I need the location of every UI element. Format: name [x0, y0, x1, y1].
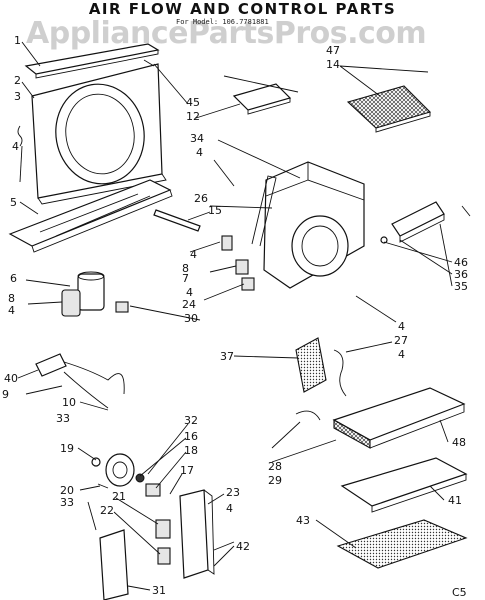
- callout-8: 8: [8, 292, 15, 305]
- callout-4b: 4: [196, 146, 203, 159]
- callout-27: 37: [220, 350, 234, 363]
- callout-32: 33: [56, 412, 70, 425]
- part-7-block: [221, 235, 233, 251]
- part-23-cover: [157, 547, 171, 565]
- callout-2: 2: [14, 74, 21, 87]
- callout-34: 34: [190, 132, 204, 145]
- callout-29: 28: [268, 460, 282, 473]
- callout-6: 6: [10, 272, 17, 285]
- callout-4: 4: [12, 140, 19, 153]
- callout-45: 45: [186, 96, 200, 109]
- part-33-wire-harness: [35, 353, 125, 409]
- callout-18: 16: [184, 430, 198, 443]
- callout-5: 5: [10, 196, 17, 209]
- model-number: For Model: 106.7781881: [176, 18, 269, 26]
- part-12-bracket: [232, 83, 292, 115]
- part-46-bracket: [115, 301, 129, 313]
- part-40-spring: [333, 349, 347, 397]
- part-15-rod: [153, 209, 201, 232]
- callout-10: 9: [2, 388, 9, 401]
- part-28-control-bracket: [179, 489, 215, 579]
- callout-21: 20: [60, 484, 74, 497]
- part-1-top-rail: [24, 43, 160, 79]
- callout-41: 48: [452, 436, 466, 449]
- part-29-wire: [295, 410, 321, 421]
- corner-code: C5: [452, 586, 467, 599]
- callout-37: 35: [454, 280, 468, 293]
- callout-42: 43: [296, 514, 310, 527]
- part-21-screw: [97, 483, 109, 489]
- callout-4e: 4: [8, 304, 15, 317]
- callout-31: 42: [236, 540, 250, 553]
- callout-20: 19: [60, 442, 74, 455]
- leader-lines: [17, 41, 453, 591]
- callout-28: 23: [226, 486, 240, 499]
- callout-17: 18: [184, 444, 198, 457]
- callout-25: 31: [152, 584, 166, 597]
- callout-33: 10: [62, 396, 76, 409]
- callout-1: 1: [14, 34, 21, 47]
- callout-30: 24: [182, 298, 196, 311]
- part-30-clip: [241, 277, 255, 291]
- callout-40: 27: [394, 334, 408, 347]
- part-26-strap: [251, 175, 277, 247]
- callout-15: 15: [208, 204, 222, 217]
- callout-24: 7: [182, 272, 189, 285]
- diagram-title: AIR FLOW AND CONTROL PARTS: [88, 0, 397, 18]
- callout-4f: 4: [398, 320, 405, 333]
- callout-19: 17: [180, 464, 194, 477]
- part-22-switch: [155, 519, 171, 539]
- part-3-clip: [17, 125, 23, 147]
- callout-14: 14: [326, 58, 340, 71]
- callout-9: 40: [4, 372, 18, 385]
- callout-16: 32: [184, 414, 198, 427]
- part-20-washer: [91, 457, 101, 467]
- callout-47: 47: [326, 44, 340, 57]
- callout-32b: 33: [60, 496, 74, 509]
- part-25-panel: [99, 529, 129, 600]
- callout-43: 41: [448, 494, 462, 507]
- callout-22: 21: [112, 490, 126, 503]
- part-27-vent: [295, 337, 327, 393]
- part-5-base-tray: [8, 179, 173, 253]
- callout-4h: 4: [226, 502, 233, 515]
- callout-12: 12: [186, 110, 200, 123]
- part-41-base-pan: [332, 387, 466, 449]
- callout-23: 22: [100, 504, 114, 517]
- part-43-drain-tray: [340, 457, 468, 513]
- watermark: AppliancePartsPros.com: [26, 16, 427, 51]
- part-45-screw: [143, 59, 155, 67]
- part-36-switch: [380, 201, 471, 244]
- callout-3: 3: [14, 90, 21, 103]
- callout-35: 36: [454, 268, 468, 281]
- callout-7: 8: [182, 262, 189, 275]
- callout-labels: 1 2 3 4 5 45 12 47 14 34 4 26 15 4 8 7 4…: [2, 34, 468, 599]
- callout-48: 29: [268, 474, 282, 487]
- callout-36: 46: [454, 256, 468, 269]
- part-2-front-panel: [31, 63, 167, 205]
- callout-4c: 4: [190, 248, 197, 261]
- callout-4d: 4: [186, 286, 193, 299]
- callout-26: 26: [194, 192, 208, 205]
- part-6-motor: [61, 271, 105, 317]
- part-42-filter: [336, 519, 468, 569]
- callout-46: 30: [184, 312, 198, 325]
- callout-4g: 4: [398, 348, 405, 361]
- part-34-housing: [263, 161, 365, 289]
- part-24-capacitor: [235, 259, 249, 275]
- part-14-filter-screen: [346, 85, 432, 133]
